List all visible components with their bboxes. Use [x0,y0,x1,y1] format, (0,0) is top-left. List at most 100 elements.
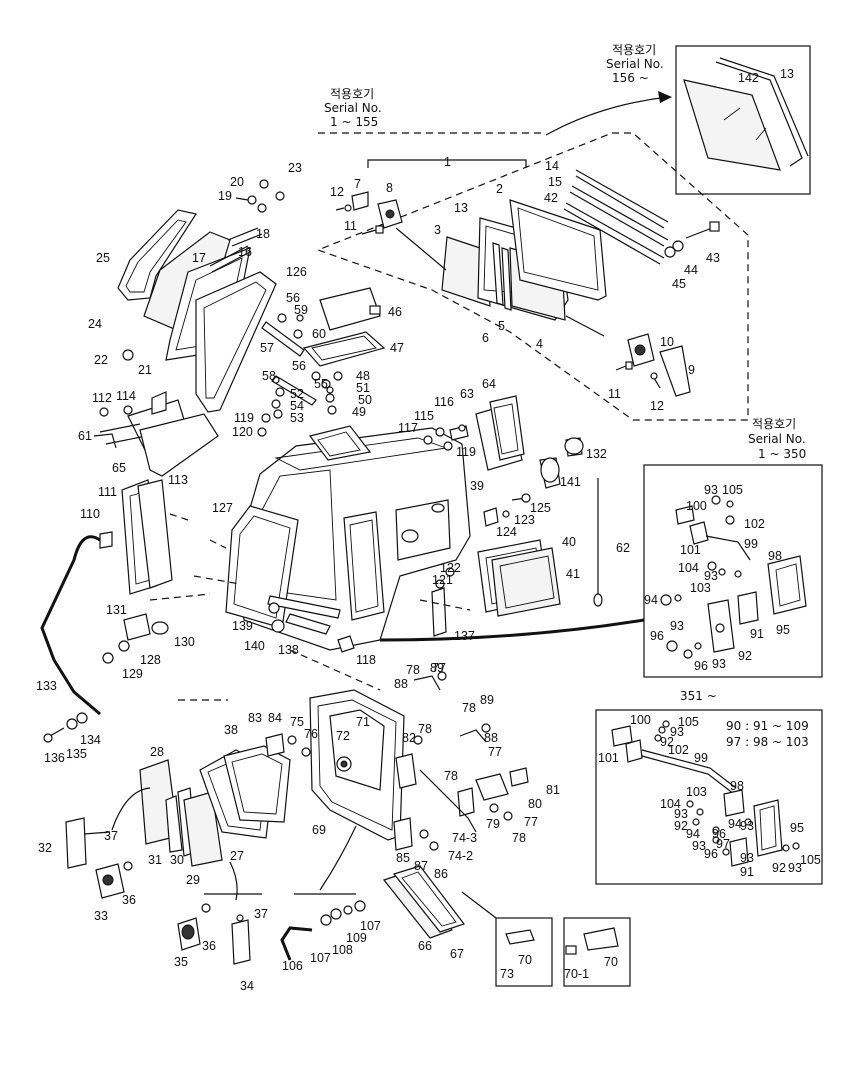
bolt-23b [275,191,285,201]
clip-131 [123,613,151,641]
bolt-93w [792,842,800,850]
label-132: 132 [586,447,607,461]
label-117: 117 [398,421,418,435]
pin-56b [311,371,321,381]
label-6: 6 [482,331,489,345]
label-140: 140 [244,639,265,653]
label-33: 33 [94,909,108,923]
label-136: 136 [44,751,65,765]
washer-135 [66,718,78,730]
label-88b: 88 [484,731,498,745]
label-3: 3 [434,223,441,237]
label-109: 109 [346,931,367,945]
label-30: 30 [170,853,184,867]
label-86: 86 [434,867,448,881]
plate-85 [393,817,413,851]
cable-lower [111,787,151,831]
label-53: 53 [290,411,304,425]
label-s94a: 94 [686,827,700,841]
arrowhead [658,91,672,103]
label-s94b: 94 [728,817,742,831]
label-39: 39 [470,479,484,493]
label-s100: 100 [630,713,651,727]
label-21: 21 [138,363,152,377]
label-r94a: 94 [644,593,658,607]
screw-11 [361,229,377,235]
label-r96b: 96 [694,659,708,673]
label-135: 135 [66,747,87,761]
label-r93a: 93 [704,483,718,497]
label-108: 108 [332,943,353,957]
label-s96a: 96 [704,847,718,861]
label-s93a: 93 [670,725,684,739]
label-126: 126 [286,265,307,279]
nut-93t [696,808,704,816]
leader-thick-1-350 [379,618,645,642]
bolt-87 [419,829,429,839]
clip-70-1 [565,945,577,955]
leader-to-serial-156 [545,96,669,136]
box-95 [753,799,783,857]
roof-hatch-opening [308,425,372,461]
label-137: 137 [454,629,475,643]
label-127: 127 [212,501,233,515]
bolt-43 [685,227,713,239]
latch-91a [737,591,759,625]
bolt-89 [437,671,447,681]
label-r101a: 101 [680,543,701,557]
label-60: 60 [312,327,326,341]
label-12b: 12 [650,399,664,413]
side-window-opening [395,499,451,561]
label-75: 75 [290,715,304,729]
nut-129 [102,652,114,664]
lock-83 [265,733,285,757]
note-156-c: 156 ~ [612,71,649,85]
label-63: 63 [460,387,474,401]
label-66: 66 [418,939,432,953]
label-115: 115 [414,409,434,423]
linkage [419,769,477,833]
label-37a: 37 [104,829,118,843]
label-79: 79 [486,817,500,831]
label-42: 42 [544,191,558,205]
label-55: 55 [314,377,328,391]
pin-56 [277,313,287,323]
label-87: 87 [414,859,428,873]
nut-134 [76,712,88,724]
washer-107a [320,914,332,926]
rod-57 [261,321,305,357]
nut-105b [662,720,670,728]
seal-13-upper [715,57,809,167]
label-111: 111 [98,485,117,499]
label-r103a: 103 [690,581,711,595]
rail-133 [40,535,101,716]
frame-2-inner [517,207,599,291]
label-80: 80 [528,797,542,811]
bolt-115 [435,427,445,437]
box-73-70 [495,917,553,987]
label-141: 141 [560,475,581,489]
tray-47 [302,331,386,367]
label-78a: 78 [406,663,420,677]
label-s93c: 93 [692,839,706,853]
bolt-119b [443,441,453,451]
washer-51 [326,386,334,394]
label-59: 59 [294,303,308,317]
label-114: 114 [116,389,136,403]
nut-77 [481,723,491,733]
label-110: 110 [80,507,100,521]
nut-93d [694,642,702,650]
bolt-117 [423,435,433,445]
bolt-92u [782,844,790,852]
handle-70a [505,929,535,945]
label-134: 134 [80,733,101,747]
frame-25 [117,209,197,301]
plate-101a [689,521,709,545]
label-31: 31 [148,853,162,867]
bolt-123 [502,510,510,518]
knob-46 [369,305,381,315]
cable-lower-right [319,825,357,891]
bolt-119 [261,413,271,423]
door-opening [343,511,385,621]
glass-142 [683,79,781,171]
